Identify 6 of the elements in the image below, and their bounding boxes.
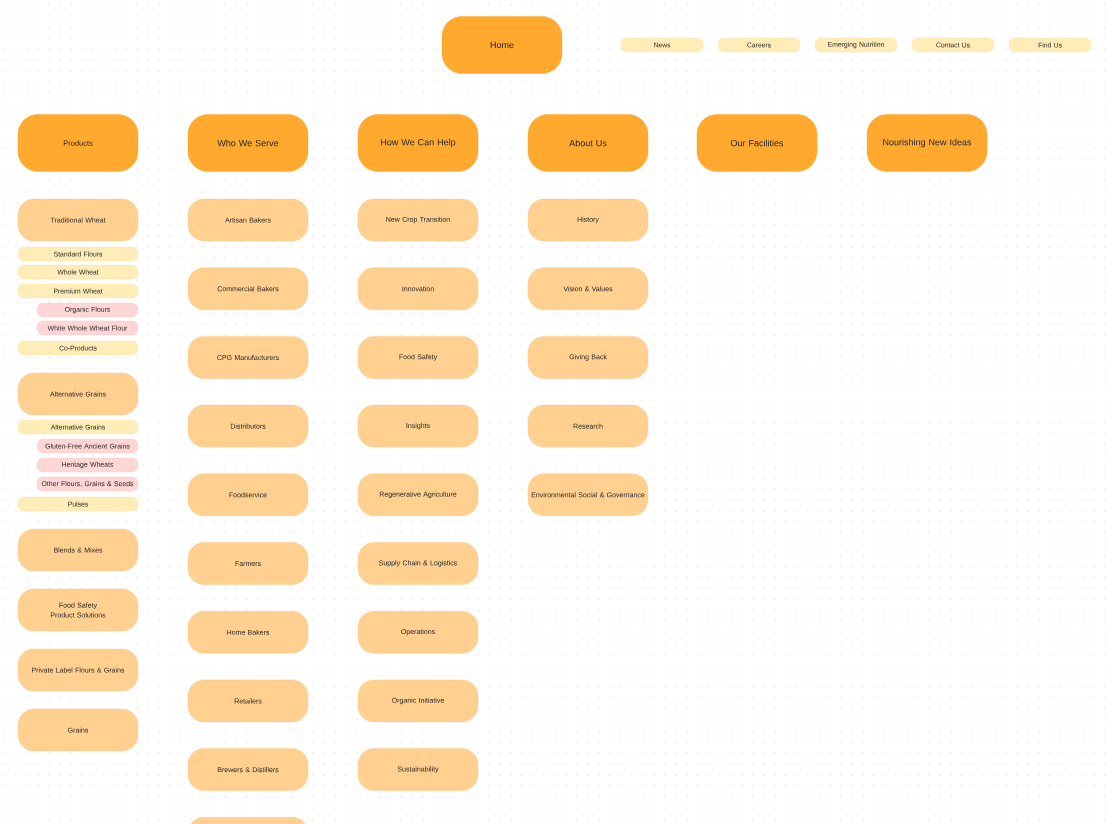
section-box: About Us bbox=[527, 114, 649, 172]
section-box: Nourishing New Ideas bbox=[866, 114, 988, 172]
section-box: Our Facilities bbox=[696, 114, 818, 172]
section-box: Who We Serve bbox=[187, 114, 309, 172]
section-box: How We Can Help bbox=[357, 114, 479, 172]
section-box: Home bbox=[441, 16, 563, 74]
